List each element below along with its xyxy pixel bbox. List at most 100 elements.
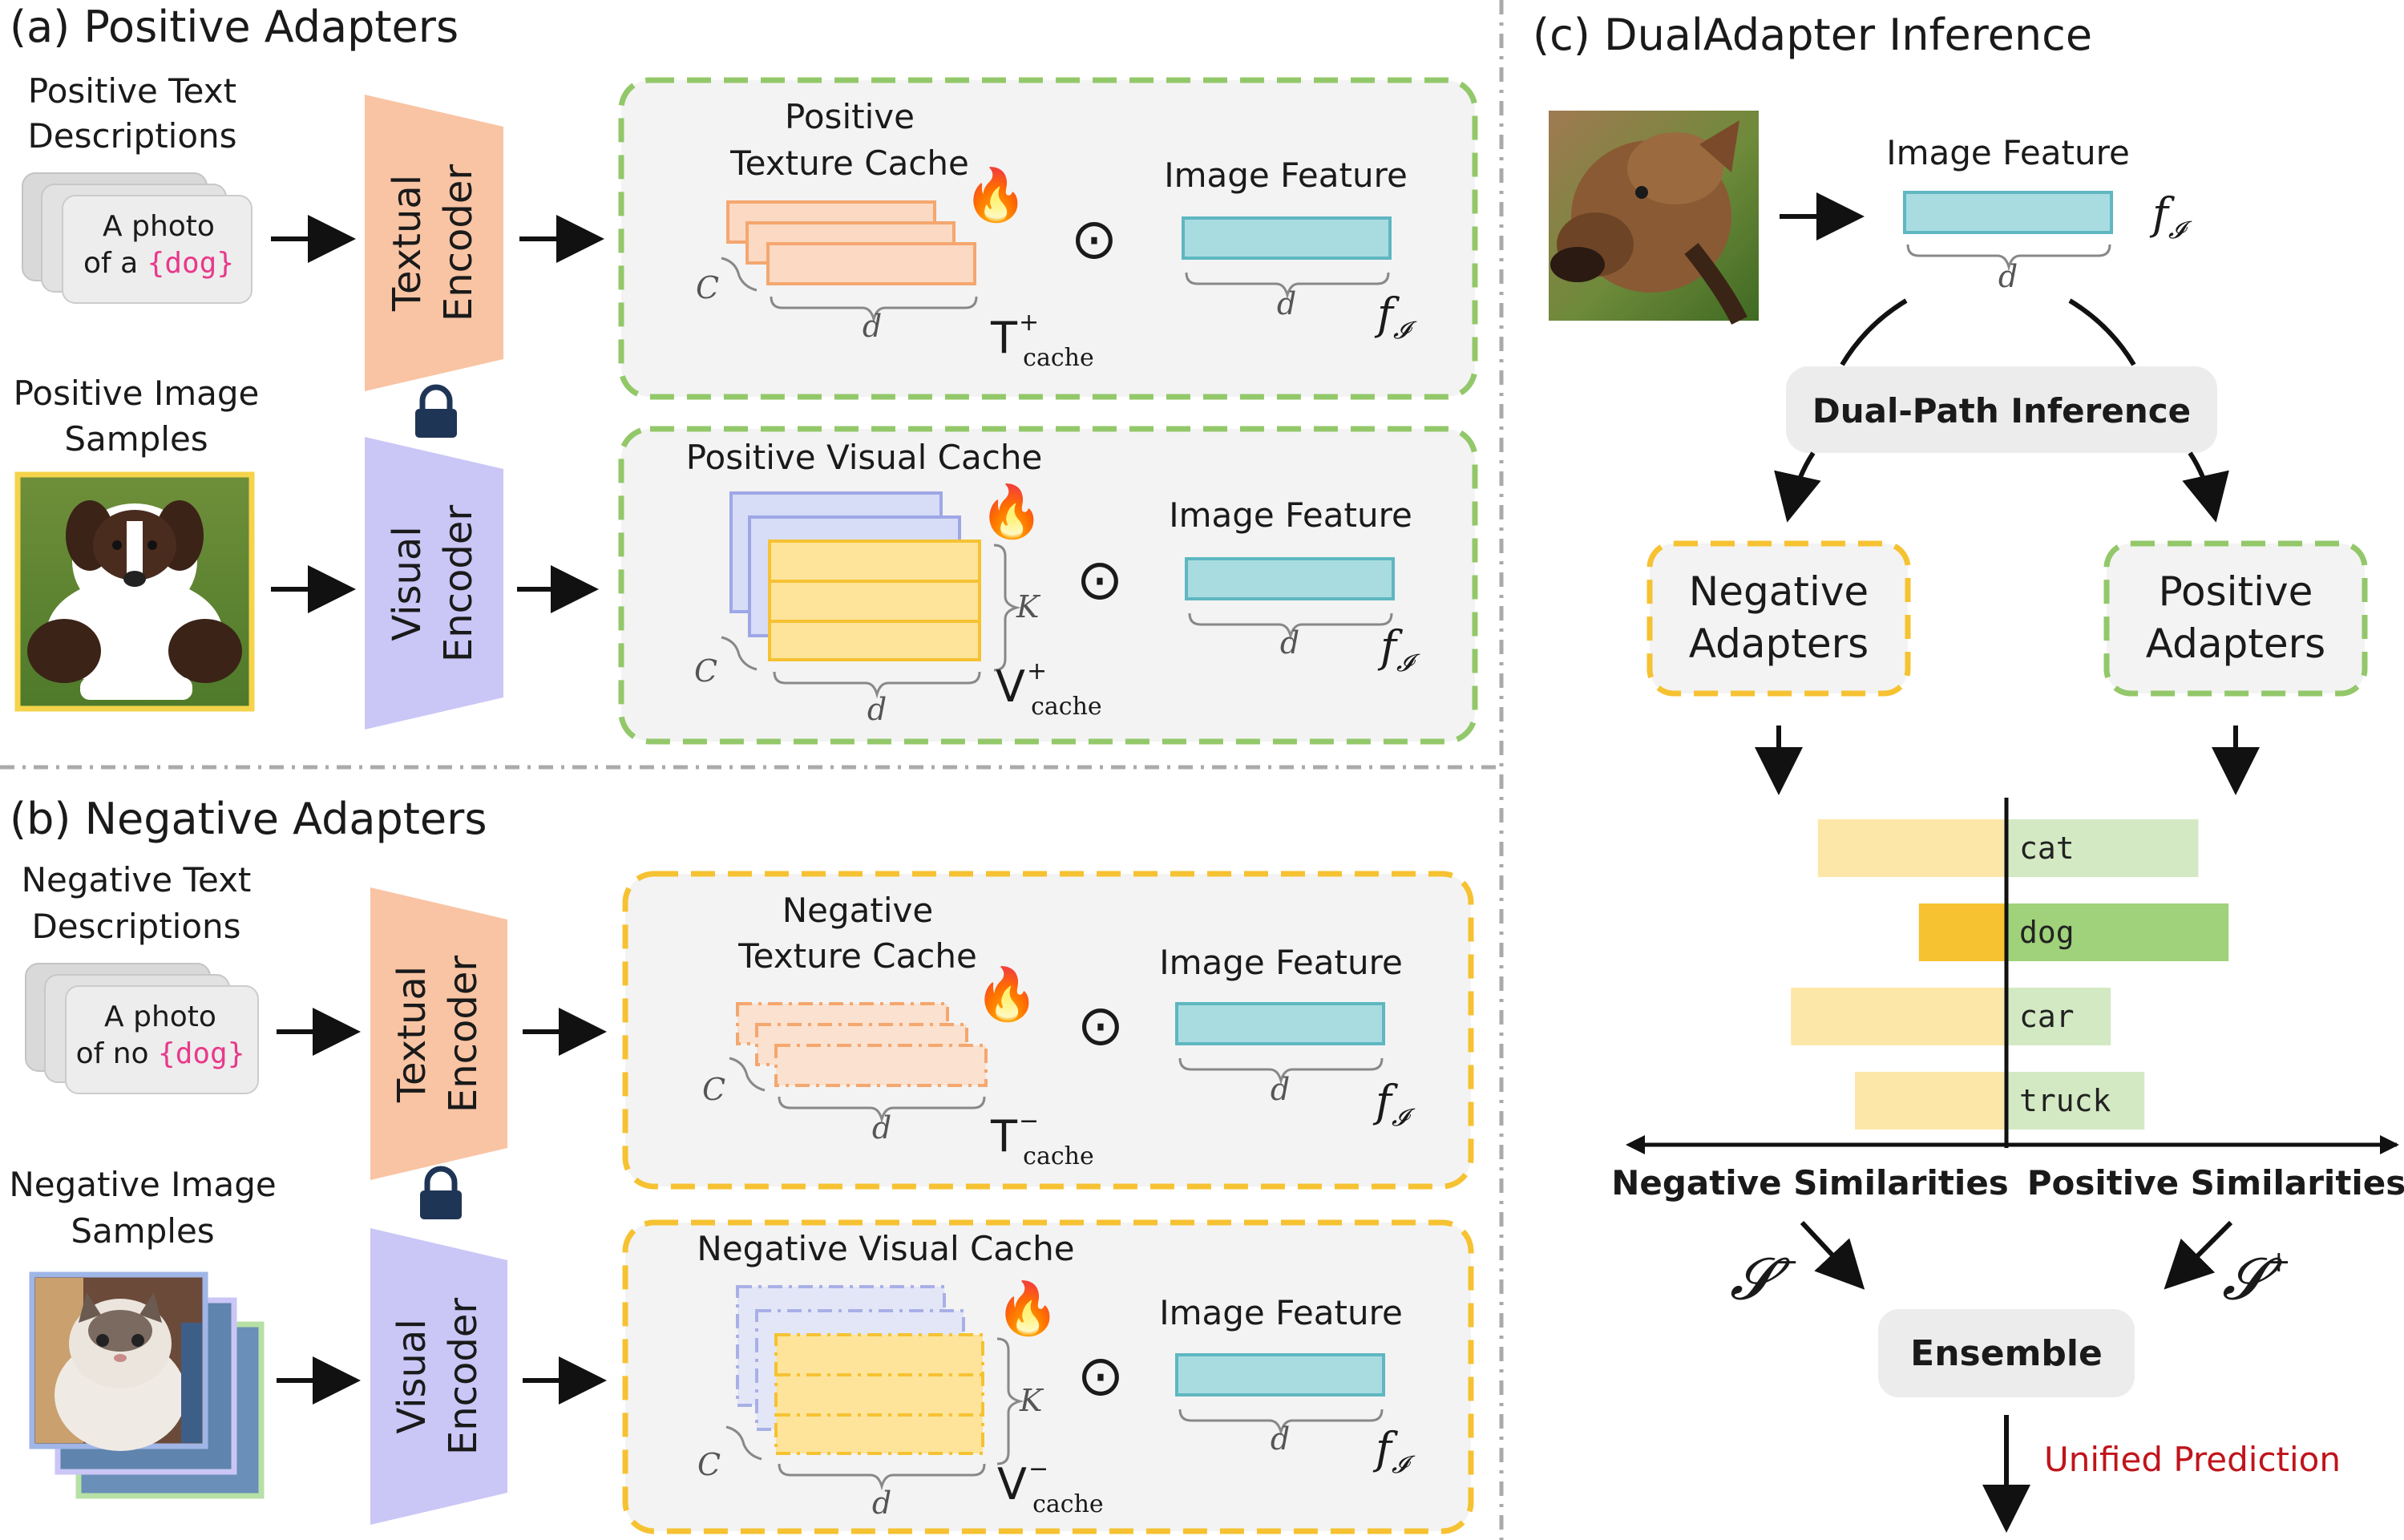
visual-encoder-a-line2: Encoder (436, 505, 481, 663)
similarity-label-dog: dog (2019, 915, 2075, 950)
image-feature-bar (1175, 1353, 1385, 1397)
card-token: {dog} (158, 1037, 244, 1070)
negative-prompt-cards: A photo of no {dog} (25, 963, 259, 1094)
image-feature-bar (1185, 557, 1395, 600)
sym-d: d (872, 1485, 891, 1521)
similarity-label-truck: truck (2019, 1083, 2111, 1118)
card-line2-prefix: of a (83, 247, 147, 280)
panel-c-title: (c) DualAdapter Inference (1533, 10, 2092, 60)
positive-similarity-bar-cat (2006, 819, 2199, 877)
negative-visual-cache-title: Negative Visual Cache (697, 1229, 1074, 1268)
sym-d-feature: d (1271, 1072, 1290, 1107)
positive-prompt-cards: A photo of a {dog} (22, 172, 253, 304)
negative-similarities-label: Negative Similarities (1611, 1163, 2009, 1202)
positive-adapters-box (2103, 540, 2368, 697)
panel-a-title: (a) Positive Adapters (10, 2, 459, 52)
textual-encoder-a (365, 95, 503, 391)
panel-a: (a) Positive Adapters Positive Text Desc… (10, 2, 1478, 745)
fire-icon: 🔥 (964, 166, 1028, 225)
sym-d: d (863, 309, 882, 344)
S-plus-symbol: 𝓢+ (2222, 1245, 2291, 1312)
sym-C: C (697, 1447, 721, 1482)
similarity-label-car: car (2019, 999, 2075, 1034)
positive-visual-cache-box: Positive Visual Cache 🔥 K C d V+cache ⊙ … (618, 426, 1478, 745)
visual-encoder-b (370, 1228, 507, 1525)
visual-encoder-b-line1: Visual (390, 1319, 434, 1433)
arrow-neg-to-ensemble (1800, 1220, 1865, 1290)
positive-similarity-bar-car (2006, 988, 2111, 1045)
positive-text-descriptions-line1: Positive Text (28, 71, 236, 111)
positive-texture-cache-title-line2: Texture Cache (729, 143, 969, 183)
visual-encoder-a (365, 437, 503, 730)
textual-encoder-a-line1: Textual (385, 175, 430, 312)
positive-adapters-line2: Adapters (2146, 620, 2325, 667)
negative-similarity-bar-car (1791, 988, 2006, 1045)
f-I-symbol-c: f𝓘 (2149, 188, 2192, 245)
V-cache-minus: V−cache (997, 1455, 1104, 1518)
odot-symbol: ⊙ (1077, 992, 1125, 1058)
negative-text-descriptions-line2: Descriptions (31, 907, 240, 946)
panel-b-title: (b) Negative Adapters (10, 794, 487, 844)
arrow-to-negative-adapters (1774, 451, 1821, 523)
negative-image-samples-line1: Negative Image (9, 1165, 276, 1204)
sym-C: C (694, 653, 717, 689)
positive-image-samples-line1: Positive Image (14, 374, 260, 413)
textual-encoder-b-line1: Textual (390, 966, 434, 1103)
textual-encoder-b (370, 887, 507, 1180)
positive-adapters-line1: Positive (2159, 568, 2313, 615)
negative-texture-cache-box: Negative Texture Cache 🔥 C d T−cache ⊙ I… (622, 871, 1474, 1190)
sym-K: K (1019, 1383, 1044, 1418)
fire-icon: 🔥 (996, 1279, 1060, 1339)
positive-texture-cache-box: Positive Texture Cache 🔥 C d T+cache ⊙ I… (618, 77, 1478, 400)
ensemble-box (1878, 1309, 2135, 1397)
lock-icon (420, 1166, 462, 1219)
sym-d: d (867, 692, 887, 727)
negative-text-descriptions-line1: Negative Text (22, 860, 252, 899)
sym-d-feature: d (1277, 286, 1296, 321)
similarity-label-cat: cat (2019, 831, 2075, 866)
positive-text-descriptions-line2: Descriptions (27, 116, 236, 156)
odot-symbol: ⊙ (1077, 1343, 1125, 1409)
card-line1: A photo (104, 1000, 216, 1033)
sym-d-feature: d (1280, 625, 1299, 661)
fire-icon: 🔥 (980, 483, 1044, 542)
card-token: {dog} (147, 247, 234, 280)
image-feature-bar-c (1903, 191, 2113, 234)
positive-similarity-bar-truck (2006, 1072, 2145, 1130)
negative-similarity-bar-dog (1918, 903, 2006, 961)
image-feature-label-c: Image Feature (1886, 133, 2130, 172)
odot-symbol: ⊙ (1077, 547, 1124, 612)
card-line2: of a {dog} (83, 247, 234, 280)
T-cache-minus: T−cache (990, 1107, 1094, 1170)
image-feature-bar (1182, 216, 1392, 260)
positive-texture-cache-title-line1: Positive (785, 97, 915, 136)
V-cache-plus: V+cache (996, 657, 1102, 721)
image-feature-label: Image Feature (1159, 943, 1403, 982)
negative-image-samples-line2: Samples (71, 1211, 214, 1251)
image-feature-label: Image Feature (1169, 495, 1412, 535)
image-feature-bar (1175, 1002, 1385, 1045)
unified-prediction-label: Unified Prediction (2044, 1440, 2341, 1479)
negative-adapters-line1: Negative (1689, 568, 1869, 615)
image-feature-label: Image Feature (1159, 1293, 1403, 1332)
card-line2-prefix: of no (76, 1037, 158, 1070)
split-arc-left (1840, 298, 1908, 366)
lock-icon (415, 384, 457, 438)
fire-icon: 🔥 (975, 965, 1039, 1025)
sym-C: C (696, 270, 719, 305)
negative-cat-photos (29, 1271, 265, 1499)
split-arc-right (2068, 298, 2136, 366)
positive-image-samples-line2: Samples (64, 419, 208, 459)
negative-texture-cache-title-line2: Texture Cache (737, 936, 977, 976)
textual-encoder-b-line2: Encoder (441, 956, 486, 1114)
negative-visual-cache-box: Negative Visual Cache 🔥 K C d V−cache ⊙ … (622, 1219, 1474, 1534)
image-feature-label: Image Feature (1164, 156, 1408, 195)
card-line1: A photo (103, 210, 215, 243)
query-dog-photo (1549, 111, 1759, 325)
negative-adapters-line2: Adapters (1689, 620, 1869, 667)
card-line2: of no {dog} (76, 1037, 245, 1070)
sym-K: K (1016, 589, 1041, 624)
sym-d-c: d (1998, 259, 2018, 294)
panel-c: (c) DualAdapter Inference Image Feature … (1533, 10, 2404, 1533)
